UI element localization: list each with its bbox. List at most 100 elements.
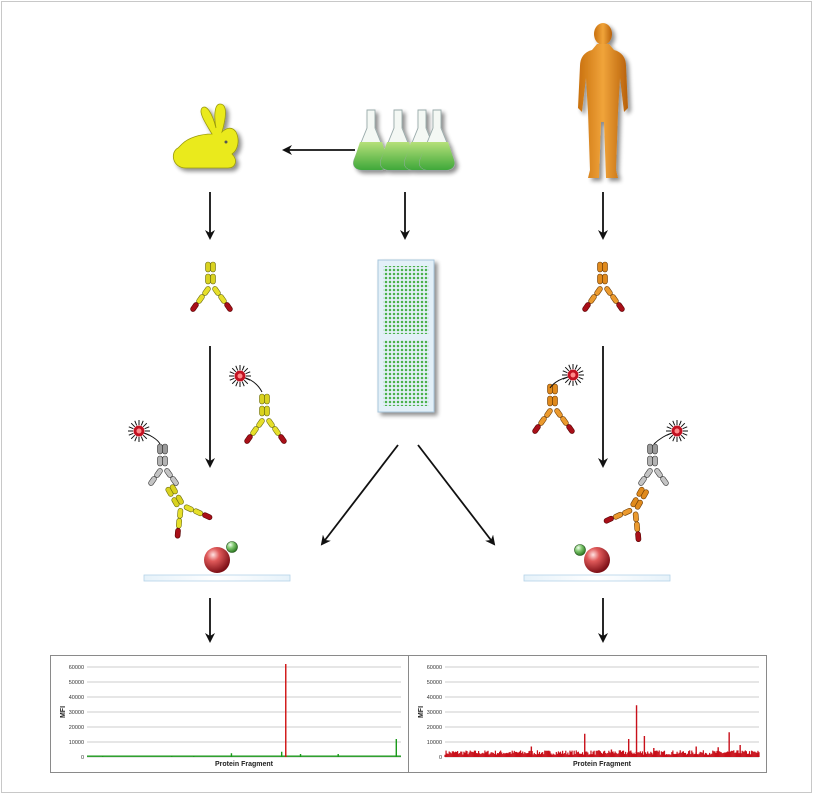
human-noise-bar xyxy=(741,750,743,757)
human-noise-bar xyxy=(482,752,484,757)
human-noise-bar xyxy=(620,751,623,757)
human-noise-bar xyxy=(730,751,732,757)
human-peak-bar xyxy=(653,748,655,757)
human-y-axis-label: MFI xyxy=(418,706,425,718)
human-noise-bar xyxy=(755,752,757,757)
human-noise-bar xyxy=(500,750,502,757)
human-noise-bar xyxy=(634,754,636,757)
human-noise-bar xyxy=(469,750,471,757)
human-noise-bar xyxy=(458,753,460,757)
human-noise-bar xyxy=(454,751,457,757)
human-noise-bar xyxy=(658,750,660,757)
human-noise-bar xyxy=(542,752,544,757)
human-noise-bar xyxy=(742,751,744,757)
human-noise-bar xyxy=(614,751,616,757)
rabbit-ytick-label: 50000 xyxy=(69,680,84,686)
rabbit-antibody-icon xyxy=(189,261,234,313)
human-noise-bar xyxy=(654,751,656,757)
human-noise-bar xyxy=(671,752,673,757)
human-noise-bar xyxy=(497,753,500,757)
human-noise-bar xyxy=(607,752,609,757)
human-noise-bar xyxy=(538,751,541,757)
human-noise-bar xyxy=(639,751,641,757)
human-noise-bar xyxy=(539,754,542,757)
human-noise-bar xyxy=(520,750,522,757)
human-noise-bar xyxy=(593,750,595,757)
human-noise-bar xyxy=(455,751,458,757)
human-noise-bar xyxy=(499,751,501,757)
human-noise-bar xyxy=(630,750,632,757)
rabbit-ytick-label: 10000 xyxy=(69,740,84,746)
rabbit-peak-bar xyxy=(395,739,397,757)
human-peak-bar xyxy=(635,705,638,757)
human-noise-bar xyxy=(474,750,477,757)
human-noise-bar xyxy=(686,753,689,757)
human-noise-bar xyxy=(638,752,640,757)
human-noise-bar xyxy=(660,751,662,757)
human-noise-bar xyxy=(464,752,466,757)
human-noise-bar xyxy=(710,754,712,757)
human-noise-bar xyxy=(483,753,485,757)
human-noise-bar xyxy=(746,753,749,757)
human-noise-bar xyxy=(718,751,720,757)
human-noise-bar xyxy=(533,752,535,757)
human-noise-bar xyxy=(642,754,645,757)
human-noise-bar xyxy=(560,753,563,757)
human-noise-bar xyxy=(598,750,600,757)
human-noise-bar xyxy=(723,752,725,757)
protein-array-icon xyxy=(377,259,435,413)
human-noise-bar xyxy=(751,750,753,757)
human-noise-bar xyxy=(510,753,512,757)
human-ytick-label: 50000 xyxy=(427,680,442,686)
rabbit-peak-bar xyxy=(285,664,287,757)
human-noise-bar xyxy=(619,750,621,757)
human-noise-bar xyxy=(480,754,482,757)
rabbit-y-axis-label: MFI xyxy=(60,706,67,718)
human-noise-bar xyxy=(623,753,626,757)
rabbit-ytick-label: 40000 xyxy=(69,695,84,701)
human-noise-bar xyxy=(618,750,620,757)
human-noise-bar xyxy=(731,750,733,757)
human-noise-bar xyxy=(713,751,715,757)
human-noise-bar xyxy=(633,752,635,757)
human-noise-bar xyxy=(694,753,696,757)
human-ytick-label: 60000 xyxy=(427,665,442,671)
human-noise-bar xyxy=(681,751,683,757)
human-noise-bar xyxy=(715,752,717,757)
human-noise-bar xyxy=(470,751,472,757)
human-noise-bar xyxy=(537,753,540,757)
human-noise-bar xyxy=(541,752,543,757)
human-peak-bar xyxy=(717,747,719,757)
human-peak-bar xyxy=(530,746,533,757)
human-noise-bar xyxy=(652,754,654,757)
human-noise-bar xyxy=(744,750,746,757)
human-noise-bar xyxy=(445,750,447,757)
human-noise-bar xyxy=(528,751,530,757)
arrow-array-to-right-assay xyxy=(417,444,496,546)
human-noise-bar xyxy=(557,751,560,757)
human-noise-bar xyxy=(704,752,707,757)
human-peak-bar xyxy=(695,746,697,757)
human-noise-bar xyxy=(697,754,699,757)
human-noise-bar xyxy=(743,751,745,757)
human-noise-bar xyxy=(453,752,456,757)
human-noise-bar xyxy=(451,751,453,757)
human-noise-bar xyxy=(572,754,574,757)
human-noise-bar xyxy=(688,751,690,757)
human-noise-bar xyxy=(574,753,576,757)
human-noise-bar xyxy=(527,752,529,757)
human-noise-bar xyxy=(459,753,461,757)
human-noise-bar xyxy=(511,750,513,757)
human-noise-bar xyxy=(521,752,523,757)
human-noise-bar xyxy=(585,751,587,757)
right-assay-complex xyxy=(523,419,689,582)
human-noise-bar xyxy=(534,754,536,757)
human-noise-bar xyxy=(756,752,758,757)
human-noise-bar xyxy=(452,751,455,757)
human-noise-bar xyxy=(757,750,759,757)
human-peak-bar xyxy=(584,733,586,757)
human-noise-bar xyxy=(545,750,547,757)
human-peak-bar xyxy=(627,739,630,757)
